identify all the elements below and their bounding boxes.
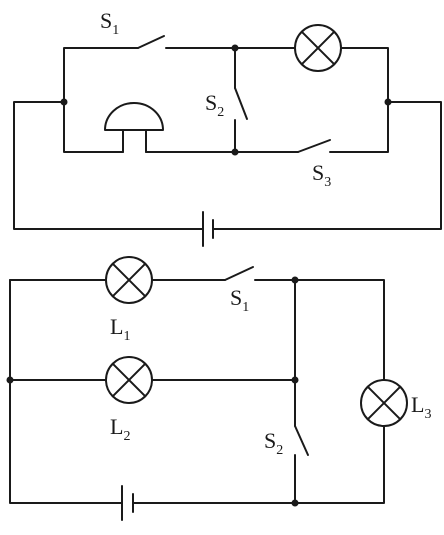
label-l1: L1 [110, 314, 130, 344]
junction-node [291, 276, 299, 284]
lamp-icon [294, 24, 342, 72]
label-s1: S1 [230, 285, 249, 315]
circuit-2: L1 S1 L2 S2 L3 [6, 256, 431, 521]
battery-icon [202, 211, 214, 247]
lamp-icon [105, 256, 153, 304]
label-s3: S3 [312, 160, 331, 190]
label-s2: S2 [264, 428, 283, 458]
circuit-1: S1 S2 S3 [13, 8, 442, 247]
junction-node [6, 376, 14, 384]
junction-node [231, 44, 239, 52]
junction-node [60, 98, 68, 106]
label-s2: S2 [205, 90, 224, 120]
circuit-1-bottom-wire [63, 101, 389, 153]
battery-icon [121, 485, 134, 521]
circuit-1-top-wire [63, 47, 389, 103]
switch-icon [234, 87, 248, 120]
label-s1: S1 [100, 8, 119, 38]
label-l3: L3 [411, 392, 431, 422]
circuit-2-left-wire [9, 279, 385, 504]
junction-node [291, 376, 299, 384]
switch-icon [297, 139, 331, 153]
junction-node [291, 499, 299, 507]
circuit-2-top-wire [9, 279, 385, 381]
label-l2: L2 [110, 414, 130, 444]
switch-icon [137, 35, 165, 49]
junction-node [384, 98, 392, 106]
bell-icon [104, 102, 164, 153]
switch-icon [294, 425, 309, 456]
lamp-icon [105, 356, 153, 404]
junction-node [231, 148, 239, 156]
circuit-1-outer-wire [13, 101, 442, 230]
lamp-icon [360, 379, 408, 427]
switch-icon [224, 266, 254, 281]
